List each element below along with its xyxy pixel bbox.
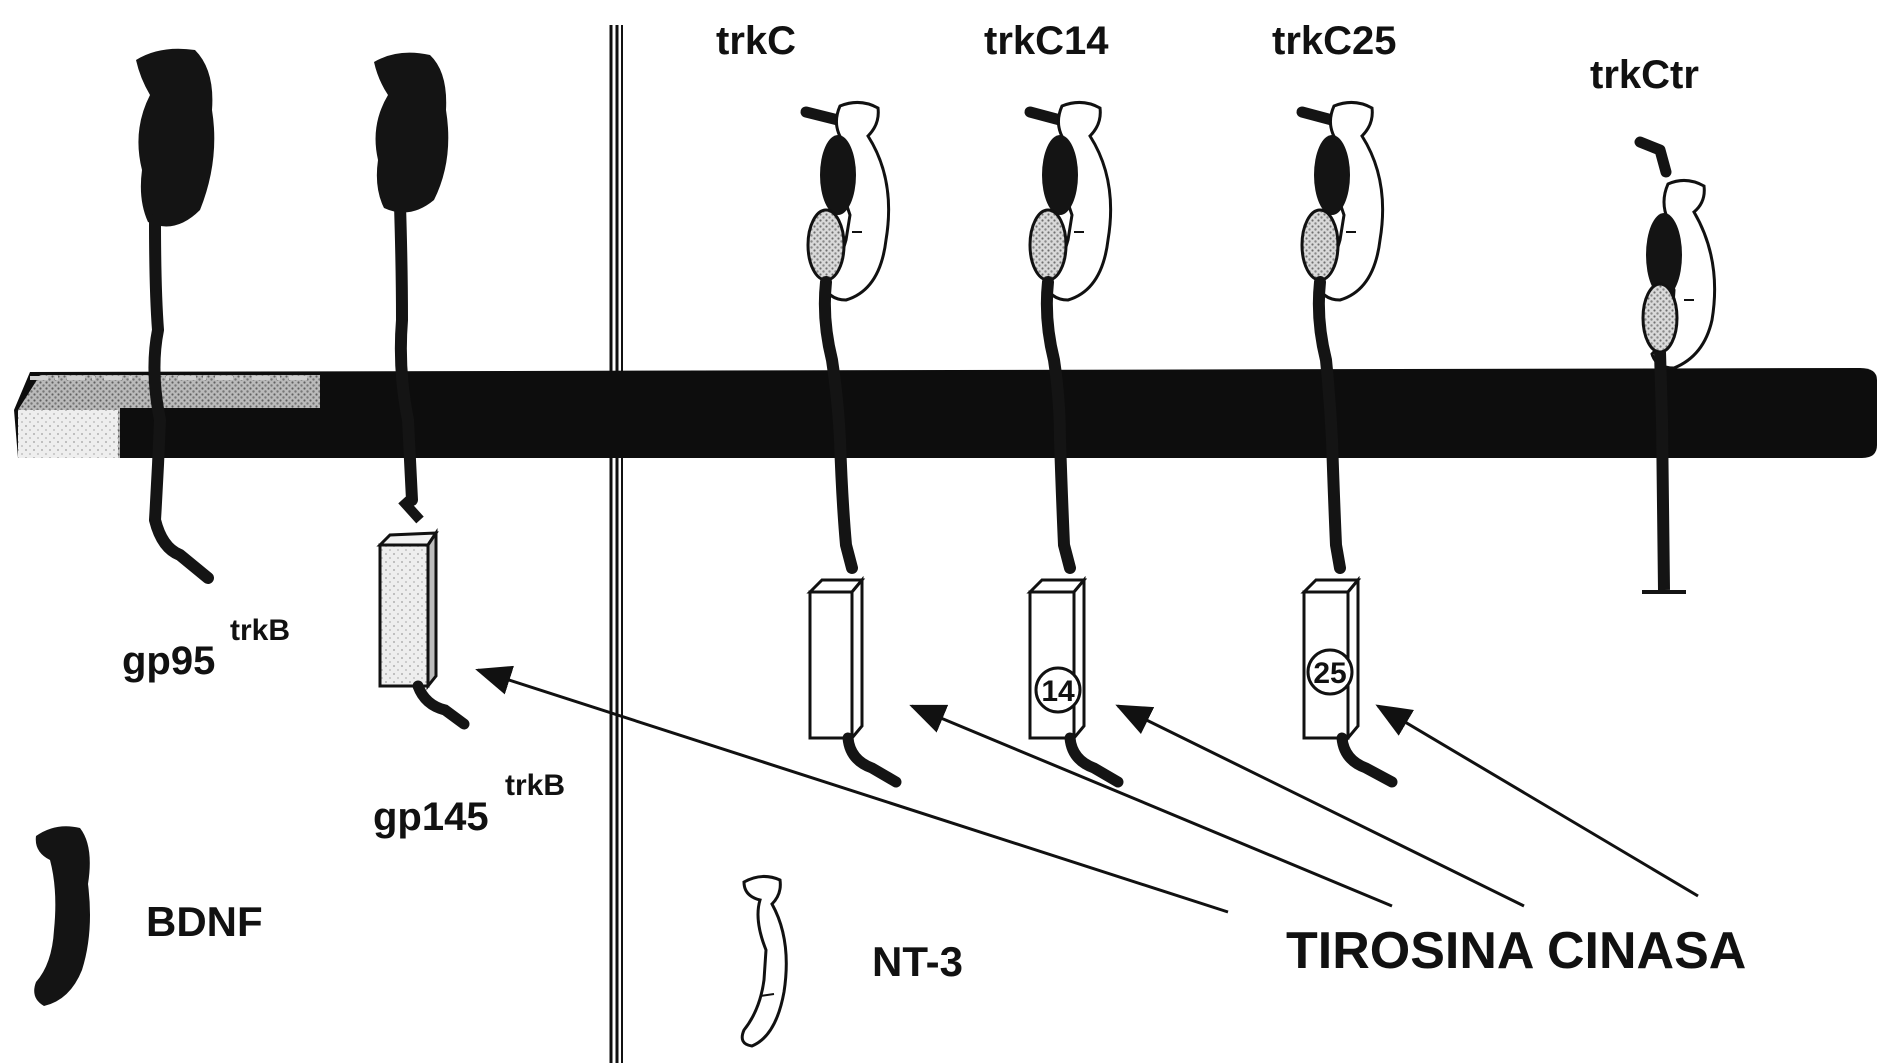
label-gp95: gp95 [122, 639, 215, 683]
cell-membrane [14, 368, 1877, 458]
label-trkC25: trkC25 [1272, 19, 1397, 63]
label-gp95-base: gp95 [122, 639, 215, 683]
label-trkC14: trkC14 [984, 19, 1109, 63]
legend-nt3-label: NT-3 [872, 938, 963, 985]
tyrosine-kinase-domain: 25 [1304, 580, 1358, 738]
arrow-to-trkC25 [1378, 706, 1698, 896]
divider-line [611, 25, 622, 1063]
bdnf-legend-icon [34, 826, 90, 1006]
bdnf-domain-shape [136, 49, 214, 227]
label-trkCtr: trkCtr [1590, 53, 1699, 97]
nt3-legend-icon [742, 876, 786, 1046]
tyrosine-kinase-domain [810, 580, 862, 738]
label-trkC: trkC [716, 19, 796, 63]
label-gp145-base: gp145 [373, 795, 489, 839]
label-gp145: gp145 [373, 795, 489, 839]
bdnf-domain-shape [374, 53, 448, 213]
legend-nt3: NT-3 [742, 876, 963, 1046]
label-gp95-sup: trkB [230, 614, 290, 647]
tyrosine-kinase-domain: 14 [1030, 580, 1084, 738]
kinase-arrows [478, 670, 1698, 912]
receptor-trkCtr [1640, 142, 1715, 592]
insert-14-label: 14 [1041, 675, 1075, 708]
legend-bdnf-label: BDNF [146, 898, 263, 945]
insert-25-label: 25 [1313, 657, 1346, 690]
label-tyrosine-kinase: TIROSINA CINASA [1286, 922, 1746, 980]
tyrosine-kinase-domain [380, 533, 436, 686]
legend-bdnf: BDNF [34, 826, 262, 1006]
label-gp145-sup: trkB [505, 769, 565, 802]
receptor-gp95-trkB [136, 49, 214, 578]
